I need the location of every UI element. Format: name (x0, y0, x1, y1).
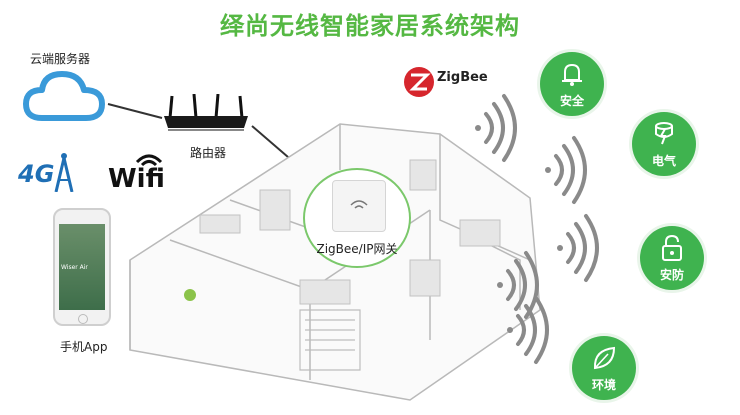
wifi-icon: Wifi (108, 150, 178, 196)
signal-wave-5 (507, 296, 549, 364)
leaf-icon (593, 346, 616, 370)
wifi-text: Wifi (108, 164, 165, 194)
signal-wave-1 (475, 94, 517, 162)
cloud-icon (23, 71, 105, 121)
router-label: 路由器 (190, 146, 227, 160)
signal-wave-2 (545, 136, 587, 204)
lock-icon (662, 234, 682, 261)
feature-environment: 环境 (572, 336, 636, 400)
cloud-label: 云端服务器 (30, 52, 91, 66)
app-label: 手机App (60, 340, 108, 354)
zigbee-icon (404, 67, 434, 97)
gateway-icon (332, 180, 386, 232)
gateway-device: ZigBee/IP网关 (303, 168, 411, 268)
phone-home-button (78, 314, 88, 324)
feature-electric-label: 电气 (651, 154, 676, 168)
4g-text: 4G (18, 160, 55, 188)
signal-wave-3 (557, 214, 599, 282)
bell-icon (562, 63, 582, 86)
zigbee-text: ZigBee (437, 70, 488, 85)
zigbee-logo: ZigBee (403, 66, 488, 100)
4g-icon: 4G (18, 150, 74, 194)
feature-protection: 安防 (640, 226, 704, 290)
router-icon (164, 94, 248, 131)
app-screen-text: Wiser Air (61, 264, 88, 271)
feature-protection-label: 安防 (659, 268, 684, 282)
signal-wave-4 (497, 251, 539, 319)
phone-image: Wiser Air (53, 208, 111, 326)
phone-screen: Wiser Air (59, 224, 105, 310)
page-title: 绎尚无线智能家居系统架构 (220, 12, 520, 40)
feature-security: 安全 (540, 52, 604, 116)
feature-security-label: 安全 (559, 94, 584, 108)
feature-environment-label: 环境 (591, 378, 616, 392)
electric-icon (655, 122, 673, 145)
feature-electric: 电气 (632, 112, 696, 176)
gateway-label: ZigBee/IP网关 (316, 242, 398, 256)
